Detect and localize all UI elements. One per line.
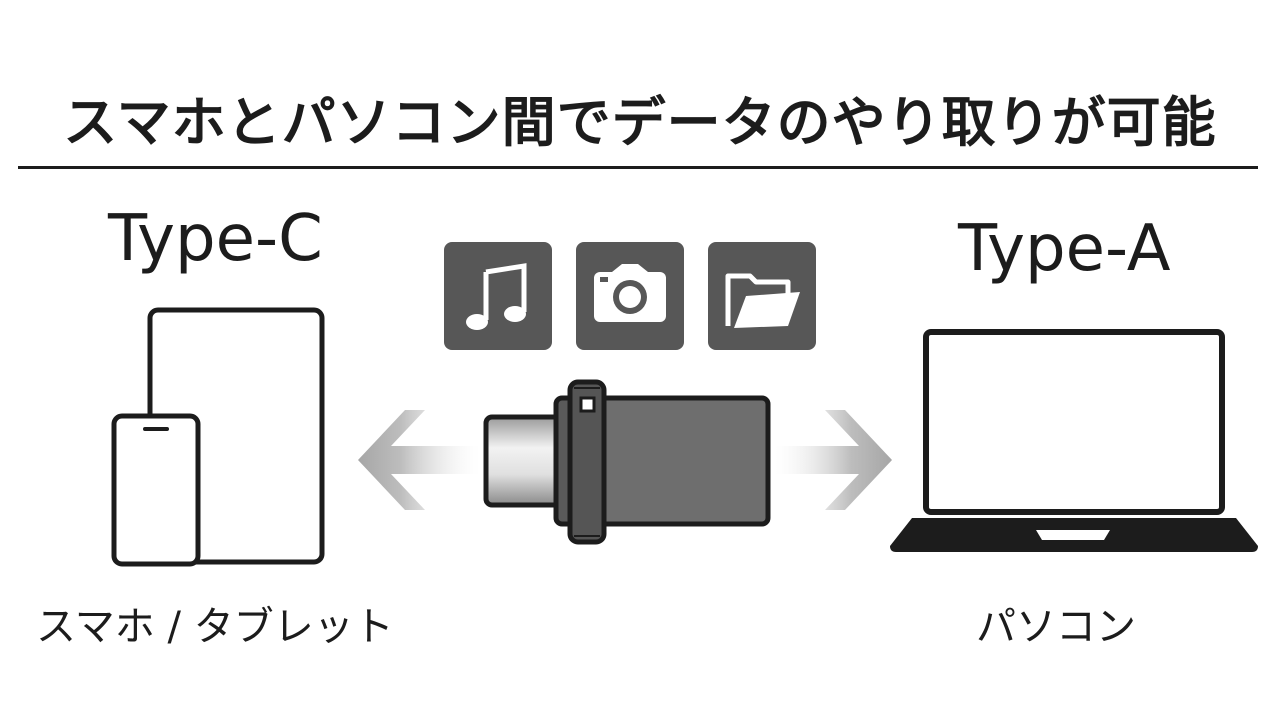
page-title: スマホとパソコン間でデータのやり取りが可能 xyxy=(63,91,1217,154)
folder-tile xyxy=(708,242,816,350)
camera-icon xyxy=(594,264,666,322)
smartphone-device xyxy=(111,413,201,567)
pc-caption: パソコン xyxy=(976,604,1136,650)
title-divider xyxy=(18,166,1258,169)
music-note-icon xyxy=(466,263,527,330)
laptop-device xyxy=(890,329,1258,552)
type-c-label: Type-C xyxy=(108,202,323,276)
type-a-label: Type-A xyxy=(958,212,1171,286)
right-arrow xyxy=(775,410,892,510)
left-arrow xyxy=(358,410,480,510)
usb-drive xyxy=(483,379,771,545)
camera-tile xyxy=(576,242,684,350)
folder-icon xyxy=(725,273,800,328)
smartphone-tablet-caption: スマホ / タブレット xyxy=(36,604,394,650)
music-tile xyxy=(444,242,552,350)
